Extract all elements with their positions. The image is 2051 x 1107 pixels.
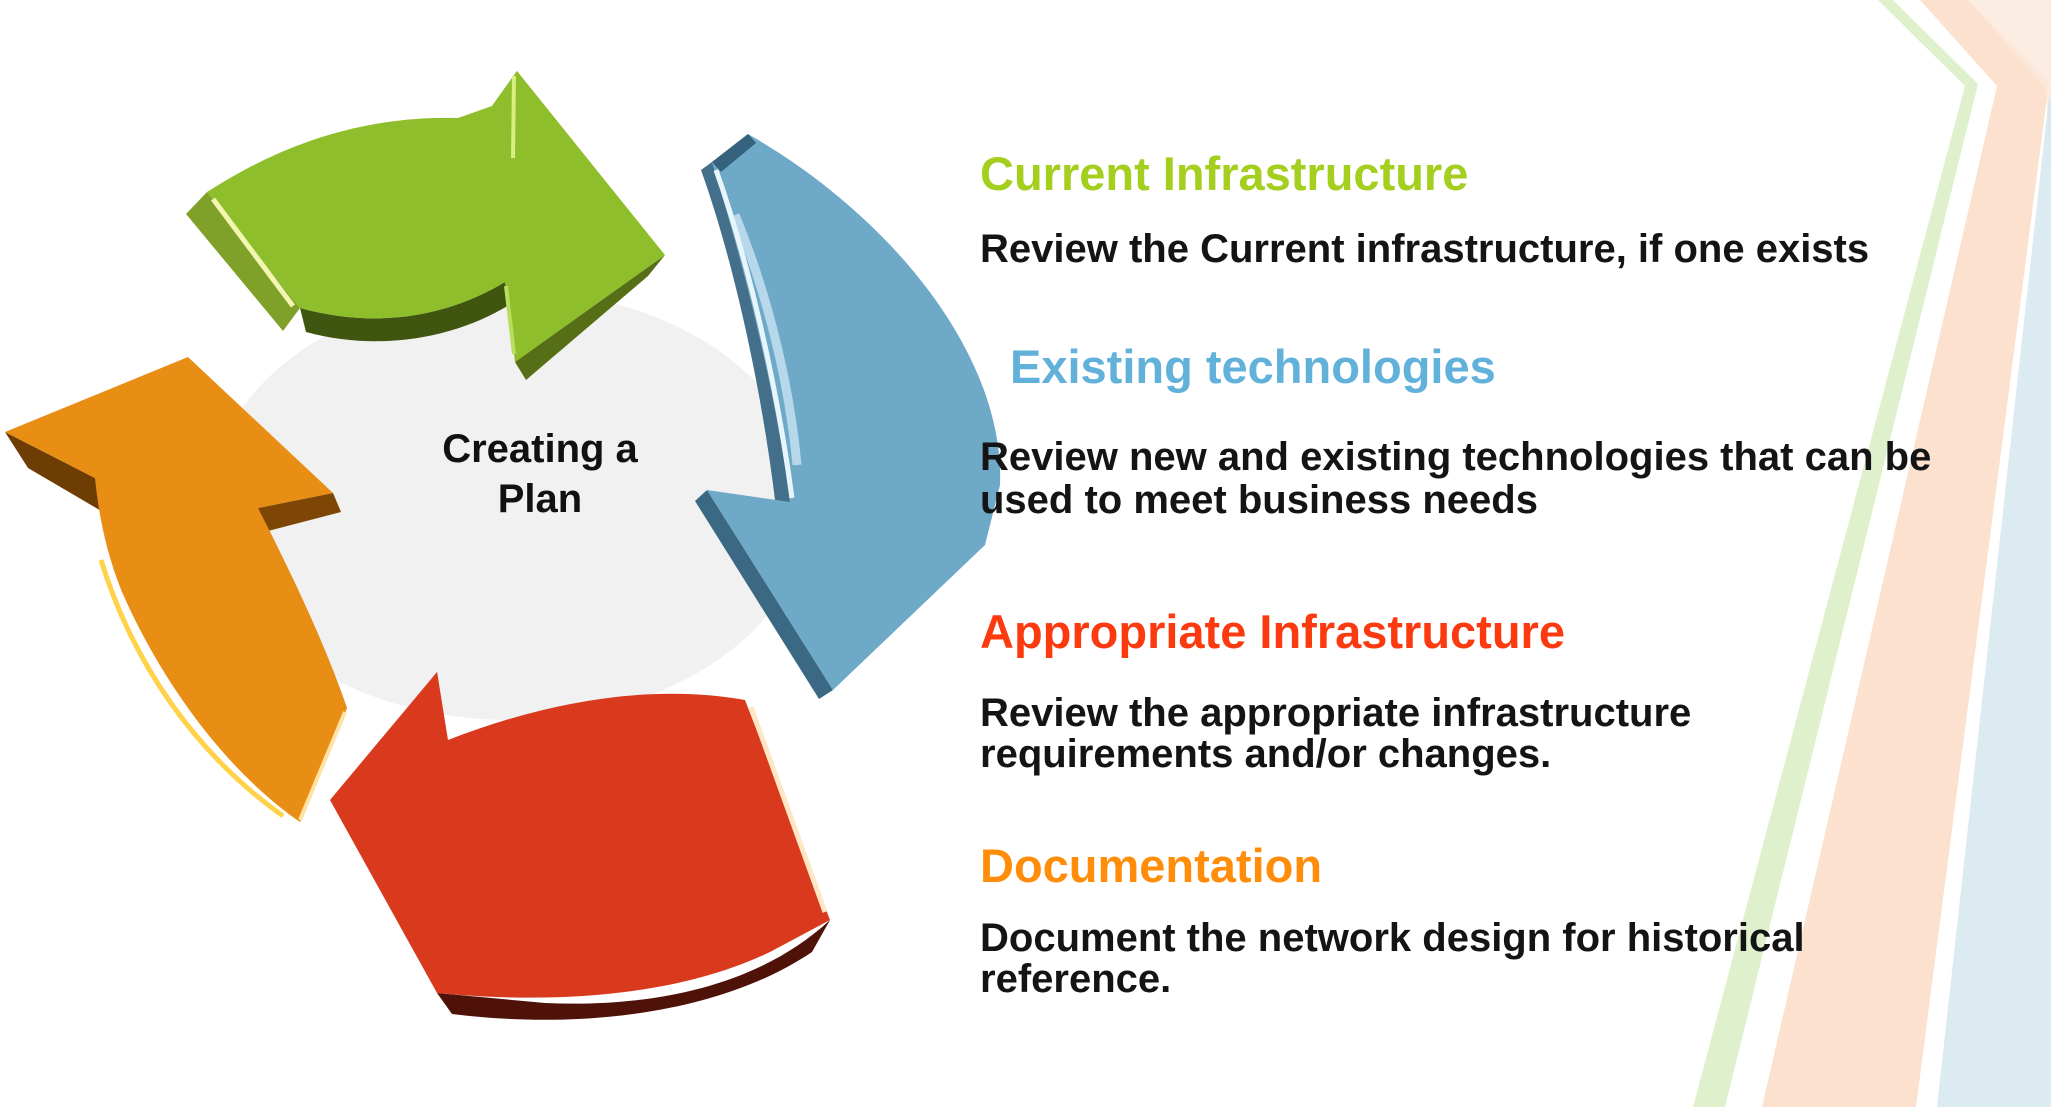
body-current-infrastructure: Review the Current infrastructure, if on… bbox=[980, 227, 1870, 271]
green-arrow-tail-side bbox=[186, 192, 300, 331]
blue-arrow-face bbox=[707, 134, 1001, 690]
cycle-title-line1: Creating a bbox=[442, 427, 638, 471]
body-appropriate-infrastructure: Review the appropriate infrastructure re… bbox=[980, 691, 1692, 776]
heading-current-infrastructure: Current Infrastructure bbox=[980, 147, 1469, 200]
current-infrastructure-arrow bbox=[186, 71, 665, 380]
heading-documentation: Documentation bbox=[980, 839, 1323, 892]
green-arrow-head-underside bbox=[515, 255, 665, 380]
peach-corner-stripe bbox=[1968, 0, 2051, 168]
green-arrow-face bbox=[207, 71, 665, 362]
blue-arrow-tail-side bbox=[712, 134, 756, 172]
orange-arrow-highlight bbox=[98, 559, 285, 819]
heading-appropriate-infrastructure: Appropriate Infrastructure bbox=[980, 605, 1565, 658]
orange-arrow-face bbox=[5, 357, 347, 822]
existing-technologies-arrow bbox=[695, 134, 1001, 699]
orange-arrow-underside bbox=[5, 432, 103, 512]
body-existing-technologies: Review new and existing technologies tha… bbox=[980, 435, 1932, 522]
green-arrow-back-highlight bbox=[511, 75, 516, 159]
blue-arrow-highlight bbox=[713, 169, 795, 499]
blue-stripe bbox=[1937, 96, 2051, 1107]
orange-arrow-tail-highlight bbox=[298, 711, 347, 821]
center-soft-shadow bbox=[210, 290, 810, 720]
heading-existing-technologies: Existing technologies bbox=[1010, 340, 1496, 393]
body-documentation: Document the network design for historic… bbox=[980, 916, 1805, 1001]
documentation-arrow bbox=[5, 357, 347, 822]
background-stripes bbox=[1693, 0, 2051, 1107]
peach-stripe bbox=[1762, 0, 2049, 1107]
blue-arrow-head-side bbox=[695, 490, 833, 699]
appropriate-infrastructure-arrow bbox=[330, 672, 830, 1020]
cycle-title-line2: Plan bbox=[497, 477, 583, 521]
blue-arrow-inner-side bbox=[701, 162, 790, 508]
red-arrow-shadow bbox=[437, 920, 830, 1020]
green-arrow-shadow bbox=[300, 282, 509, 342]
blue-arrow-gleam bbox=[730, 213, 802, 466]
red-arrow-tail-highlight bbox=[748, 706, 828, 913]
green-arrow-base-highlight bbox=[504, 285, 516, 355]
cycle-title: Creating a Plan bbox=[380, 424, 700, 524]
green-arrow-tail-highlight bbox=[210, 197, 296, 308]
red-arrow-face bbox=[330, 672, 830, 998]
orange-arrow-wing-side bbox=[258, 493, 341, 531]
